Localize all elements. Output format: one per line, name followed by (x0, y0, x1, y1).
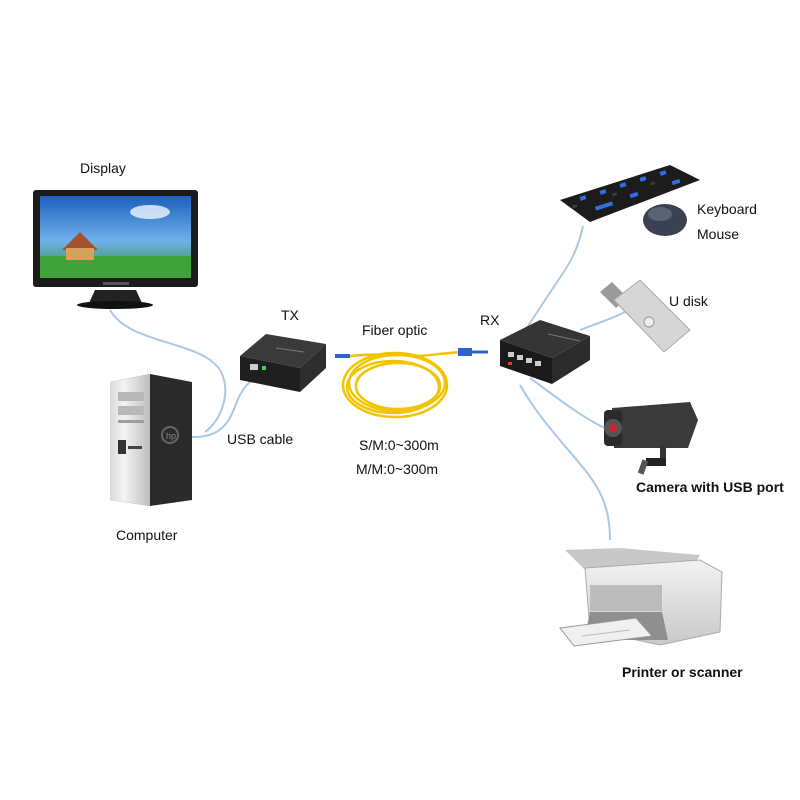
printer-label: Printer or scanner (622, 664, 743, 680)
usb-cable-label: USB cable (227, 431, 294, 447)
printer-cable (519, 384, 611, 541)
sm-range-label: S/M:0~300m (359, 437, 439, 453)
u-disk-label: U disk (669, 293, 708, 309)
camera-label: Camera with USB port (636, 479, 784, 495)
udisk-cable (579, 309, 629, 331)
usb-drive-icon (600, 279, 691, 353)
camera-cable (529, 377, 616, 434)
keyboard-icon (560, 165, 700, 222)
mm-range-label: M/M:0~300m (356, 461, 439, 477)
display-cable (109, 309, 227, 433)
mouse-icon (643, 204, 687, 236)
svg-text:hp: hp (166, 431, 176, 441)
rx-box-icon (500, 320, 590, 384)
display-label: Display (80, 160, 126, 176)
mouse-label: Mouse (697, 226, 740, 242)
printer-icon (559, 548, 723, 647)
camera-icon (604, 402, 698, 475)
pc-tower-icon: hp (110, 374, 192, 506)
computer-usb-cable (191, 375, 263, 439)
computer-label: Computer (116, 527, 178, 543)
keyboard-label: Keyboard (697, 201, 757, 217)
rx-label: RX (480, 312, 500, 328)
tx-label: TX (281, 307, 299, 323)
tx-box-icon (240, 334, 326, 392)
monitor-icon (33, 190, 198, 309)
fiber-coil-icon (335, 348, 488, 419)
fiber-optic-label: Fiber optic (362, 322, 428, 338)
